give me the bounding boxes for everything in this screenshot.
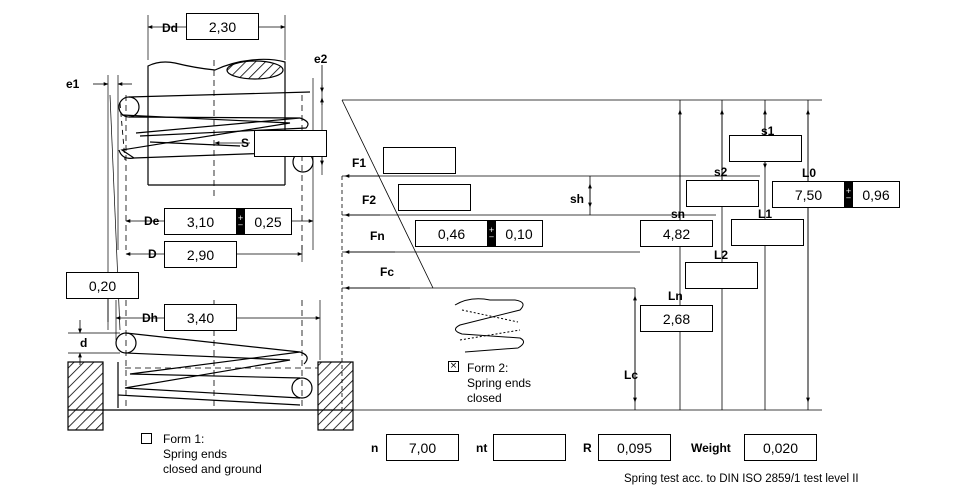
label-s: S: [241, 136, 250, 150]
n-field[interactable]: 7,00: [386, 434, 459, 461]
label-l0: L0: [802, 166, 817, 180]
label-f1: F1: [352, 156, 367, 170]
e-field[interactable]: 0,20: [66, 272, 139, 299]
l1-field[interactable]: [731, 219, 804, 246]
d-field[interactable]: 2,90: [164, 241, 237, 268]
l0-tolerance-field[interactable]: 0,96: [852, 181, 900, 208]
upper-spring: [118, 58, 314, 186]
r-field[interactable]: 0,095: [598, 434, 671, 461]
fn-field[interactable]: 0,46: [415, 220, 488, 247]
nt-field[interactable]: [493, 434, 566, 461]
s1-field[interactable]: [729, 135, 802, 162]
l0-field[interactable]: 7,50: [772, 181, 845, 208]
label-fn: Fn: [370, 229, 385, 243]
form1-line3: closed and ground: [163, 462, 262, 476]
label-l1: L1: [758, 207, 773, 221]
l0-tolerance-toggle-icon[interactable]: +−: [844, 181, 853, 208]
label-f2: F2: [362, 193, 377, 207]
de-tolerance-toggle-icon[interactable]: +−: [236, 208, 245, 235]
l2-field[interactable]: [685, 262, 758, 289]
label-d-small: d: [80, 336, 88, 350]
form1-line2: Spring ends: [163, 447, 228, 461]
form2-spring-icon: [454, 298, 524, 353]
label-de: De: [144, 214, 160, 228]
s-field[interactable]: [254, 130, 327, 157]
fn-tolerance-field[interactable]: 0,10: [495, 220, 543, 247]
f1-field[interactable]: [383, 147, 456, 174]
weight-field[interactable]: 0,020: [744, 434, 817, 461]
lower-spring: [67, 332, 354, 431]
dh-field[interactable]: 3,40: [164, 304, 237, 331]
form1-checkbox[interactable]: [141, 433, 152, 444]
s2-field[interactable]: [686, 180, 759, 207]
label-l2: L2: [714, 248, 729, 262]
label-n: n: [371, 441, 379, 455]
f2-field[interactable]: [398, 184, 471, 211]
form1-line1: Form 1:: [163, 432, 205, 446]
sn-field[interactable]: 4,82: [640, 220, 713, 247]
label-weight: Weight: [691, 441, 731, 455]
label-lc: Lc: [624, 368, 639, 382]
label-d-big: D: [148, 247, 157, 261]
label-nt: nt: [476, 441, 488, 455]
form2-line2: Spring ends: [467, 376, 532, 390]
de-field[interactable]: 3,10: [164, 208, 237, 235]
footer-note: Spring test acc. to DIN ISO 2859/1 test …: [624, 473, 859, 485]
label-dd: Dd: [162, 21, 178, 35]
form2-line3: closed: [467, 391, 502, 405]
label-fc: Fc: [380, 265, 395, 279]
fn-tolerance-toggle-icon[interactable]: +−: [487, 220, 496, 247]
ln-field[interactable]: 2,68: [640, 305, 713, 332]
form2-line1: Form 2:: [467, 361, 509, 375]
label-s2: s2: [714, 165, 728, 179]
label-ln: Ln: [668, 289, 683, 303]
dd-field[interactable]: 2,30: [186, 13, 259, 40]
label-dh: Dh: [142, 311, 158, 325]
label-s1: s1: [761, 124, 775, 138]
label-e1: e1: [66, 77, 80, 91]
de-tolerance-field[interactable]: 0,25: [244, 208, 292, 235]
form2-checkbox[interactable]: ×: [448, 361, 459, 372]
label-r: R: [583, 441, 592, 455]
label-e2: e2: [314, 52, 328, 66]
label-sn: sn: [671, 207, 686, 221]
label-sh: sh: [570, 192, 585, 206]
